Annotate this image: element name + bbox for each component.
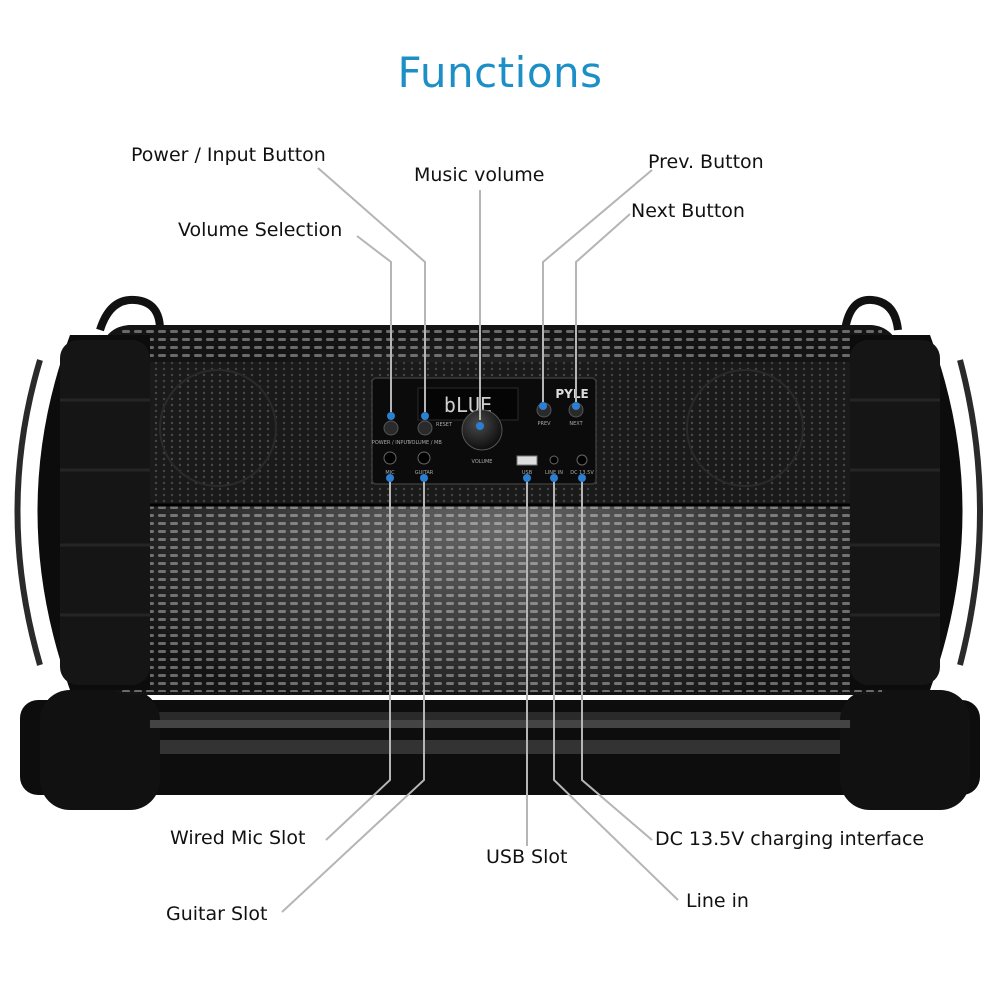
dc-jack[interactable]: [576, 454, 588, 466]
page-title: Functions: [397, 48, 603, 97]
leader-lines: [281, 167, 679, 913]
panel-label-reset: RESET: [436, 422, 453, 428]
mic-jack[interactable]: [383, 451, 397, 465]
callout-next-button: Next Button: [631, 200, 745, 222]
callout-wired-mic-slot: Wired Mic Slot: [170, 827, 306, 849]
callout-dc-charging: DC 13.5V charging interface: [655, 828, 925, 850]
control-panel: bLUE PYLE POWER / INPUT VOLUME / MB RESE…: [371, 377, 597, 485]
guitar-jack[interactable]: [417, 451, 431, 465]
panel-label-volume-selection: VOLUME / MB: [408, 440, 442, 446]
left-end-cap: [14, 335, 150, 690]
panel-label-usb: USB: [522, 470, 533, 476]
panel-label-dc: DC 13.5V: [570, 470, 594, 476]
volume-selection-button[interactable]: [417, 420, 433, 436]
stand: [20, 690, 980, 810]
callout-line-in: Line in: [686, 890, 749, 912]
right-end-cap: [850, 335, 983, 690]
usb-port[interactable]: [516, 455, 538, 466]
callout-volume-selection: Volume Selection: [178, 219, 343, 241]
panel-label-line-in: LINE IN: [545, 470, 563, 476]
callout-guitar-slot: Guitar Slot: [166, 903, 268, 925]
panel-label-prev: PREV: [537, 421, 551, 427]
callout-power-input-button: Power / Input Button: [131, 144, 326, 166]
panel-label-guitar: GUITAR: [415, 470, 434, 476]
panel-label-volume: VOLUME: [472, 459, 493, 465]
line-in-jack[interactable]: [549, 455, 559, 465]
panel-label-power: POWER / INPUT: [372, 440, 411, 446]
power-input-button[interactable]: [383, 420, 399, 436]
panel-label-mic: MIC: [385, 470, 395, 476]
volume-knob[interactable]: [461, 409, 503, 451]
panel-label-next: NEXT: [569, 421, 583, 427]
callout-prev-button: Prev. Button: [648, 151, 764, 173]
callout-markers: [386, 402, 586, 482]
callout-usb-slot: USB Slot: [486, 846, 568, 868]
callout-music-volume: Music volume: [414, 164, 545, 186]
brand-logo: PYLE: [555, 387, 588, 401]
